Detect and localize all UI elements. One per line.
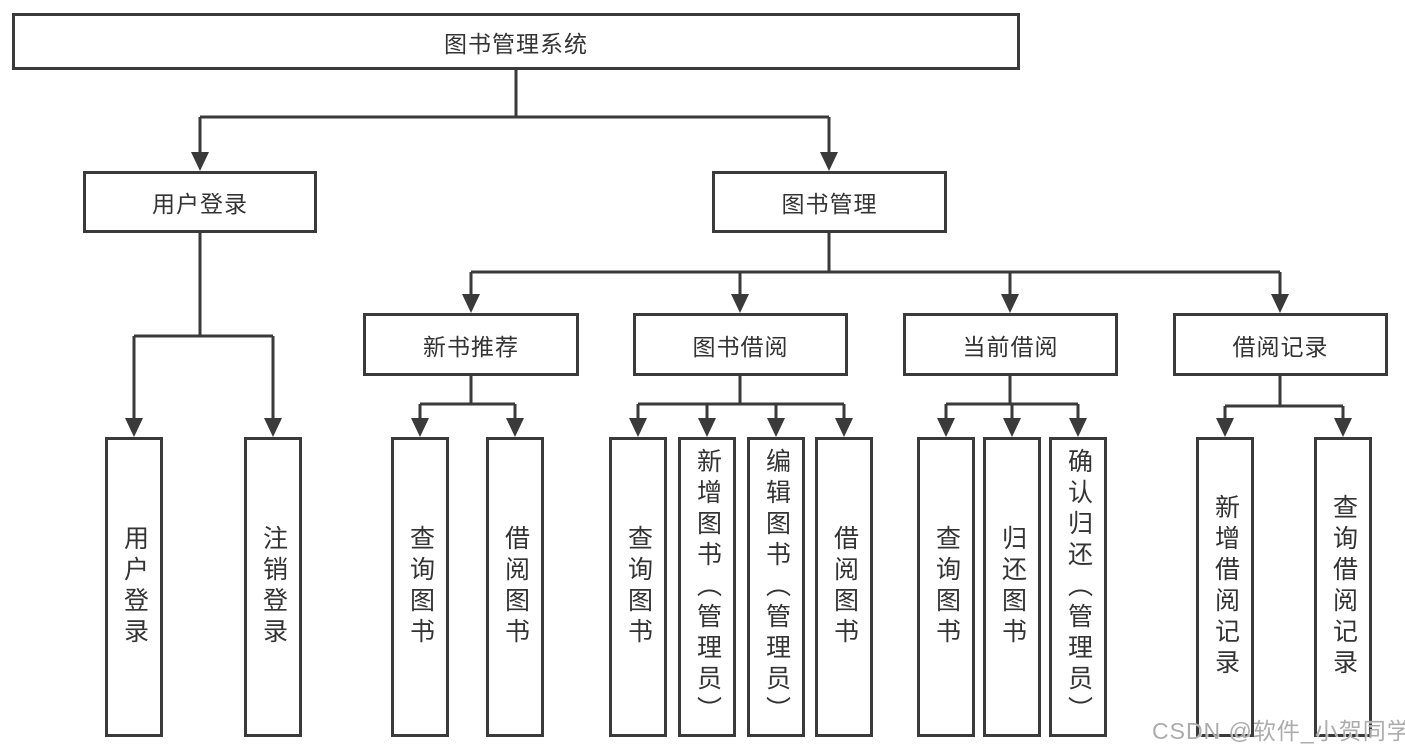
node-label: 借阅记录 <box>1232 333 1329 360</box>
node-leaf-nbr-query-books: 查询图书 <box>391 437 449 737</box>
node-leaf-cb-query-books: 查询图书 <box>917 437 975 737</box>
node-label: 用户登录 <box>120 525 149 649</box>
arrowhead-bb-edit <box>767 418 785 437</box>
csdn-watermark: CSDN @软件_小贺同学 <box>1152 718 1405 744</box>
arrowhead-logout-leaf <box>264 418 282 437</box>
node-label: 归还图书 <box>998 525 1027 649</box>
node-user-login: 用户登录 <box>83 171 317 233</box>
arrowhead-cb-query <box>937 418 955 437</box>
arrowhead-new-book-recommendation <box>462 294 480 313</box>
connector-book-management-children <box>469 233 1282 295</box>
connector-new-book-recommendation-children <box>418 376 517 419</box>
arrowhead-borrowing-records <box>1271 294 1289 313</box>
node-leaf-logout: 注销登录 <box>244 437 302 737</box>
node-borrowing-records: 借阅记录 <box>1173 313 1388 376</box>
node-label: 借阅图书 <box>501 525 530 649</box>
connector-root-to-level2 <box>198 70 831 153</box>
node-leaf-user-login: 用户登录 <box>105 437 163 737</box>
arrowhead-login-leaf <box>125 418 143 437</box>
connector-borrowing-records-children <box>1223 376 1345 419</box>
arrowhead-cb-confirm <box>1069 418 1087 437</box>
node-library-management-system: 图书管理系统 <box>12 13 1020 70</box>
node-leaf-nbr-borrow-books: 借阅图书 <box>486 437 544 737</box>
node-book-management: 图书管理 <box>712 171 947 233</box>
node-label: 查询图书 <box>406 525 435 649</box>
node-leaf-bb-borrow-books: 借阅图书 <box>815 437 873 737</box>
arrowhead-current-borrowing <box>1001 294 1019 313</box>
arrowhead-br-add <box>1216 418 1234 437</box>
node-label: 新增借阅记录 <box>1211 494 1240 680</box>
node-current-borrowing: 当前借阅 <box>903 313 1118 376</box>
connector-user-login-children <box>132 233 275 419</box>
node-leaf-cb-return-books: 归还图书 <box>983 437 1041 737</box>
node-label: 确认归还（管理员） <box>1064 447 1093 727</box>
node-new-book-recommendation: 新书推荐 <box>363 313 579 376</box>
arrowhead-bb-borrow <box>835 418 853 437</box>
node-leaf-cb-confirm-return-admin: 确认归还（管理员） <box>1049 437 1107 737</box>
arrowhead-cb-return <box>1003 418 1021 437</box>
node-leaf-bb-query-books: 查询图书 <box>609 437 667 737</box>
arrowhead-br-query <box>1334 418 1352 437</box>
arrowhead-bb-add <box>698 418 716 437</box>
arrowhead-nbr-borrow <box>506 418 524 437</box>
node-label: 当前借阅 <box>962 333 1059 360</box>
node-label: 查询借阅记录 <box>1329 494 1358 680</box>
node-label: 查询图书 <box>932 525 961 649</box>
node-label: 查询图书 <box>624 525 653 649</box>
node-leaf-br-query-record: 查询借阅记录 <box>1314 437 1372 737</box>
arrowhead-user-login <box>191 152 209 171</box>
node-leaf-bb-edit-books-admin: 编辑图书（管理员） <box>747 437 805 737</box>
node-label: 编辑图书（管理员） <box>762 447 791 727</box>
connector-current-borrowing-children <box>944 376 1080 419</box>
connector-book-borrowing-children <box>636 376 846 419</box>
node-label: 用户登录 <box>152 191 248 217</box>
node-label: 新书推荐 <box>423 333 519 360</box>
node-leaf-bb-add-books-admin: 新增图书（管理员） <box>678 437 736 737</box>
node-leaf-br-add-record: 新增借阅记录 <box>1196 437 1254 737</box>
node-label: 借阅图书 <box>830 525 859 649</box>
arrowhead-bb-query <box>629 418 647 437</box>
node-label: 新增图书（管理员） <box>693 447 722 727</box>
arrowhead-book-management <box>820 152 838 171</box>
node-label: 图书管理系统 <box>444 30 588 57</box>
node-label: 注销登录 <box>259 525 288 649</box>
node-label: 图书借阅 <box>692 333 789 360</box>
node-book-borrowing: 图书借阅 <box>633 313 848 376</box>
arrowhead-nbr-query <box>411 418 429 437</box>
node-label: 图书管理 <box>781 191 878 217</box>
arrowhead-book-borrowing <box>731 294 749 313</box>
